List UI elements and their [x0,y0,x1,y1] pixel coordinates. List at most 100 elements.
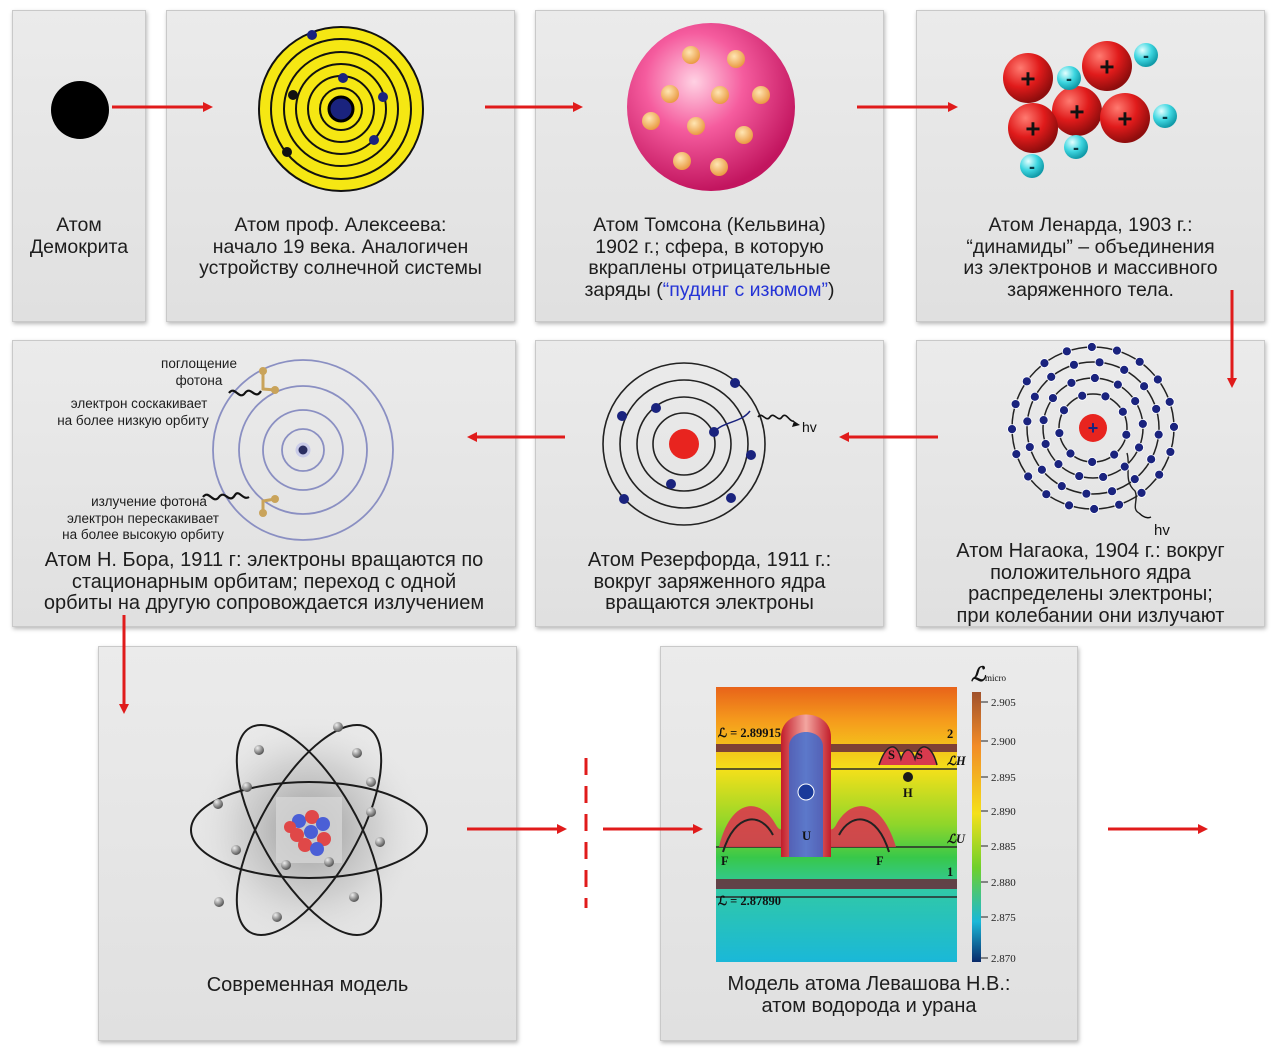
nagaoka-nucleus [1079,414,1107,442]
nagaoka-electron [1038,415,1049,426]
panel-nagaoka: + hv Атом Нагаока, 1904 г.: вокруг полож… [916,340,1265,627]
lenard-electron: - [1064,135,1088,159]
bohr-ann-jump-low2: на более низкую орбиту [57,413,209,428]
level-top-label: ℒ = 2.89915 [718,726,781,740]
letter-F-right: F [876,854,884,868]
alekseev-electrons [282,30,388,157]
lenard-positive-body: + [1082,41,1132,91]
nagaoka-electron [1169,421,1179,432]
lenard-electron: - [1153,104,1177,128]
nagaoka-electron [1081,488,1092,499]
nagaoka-electron [1054,428,1065,438]
lenard-electron: - [1020,154,1044,178]
nagaoka-electron [1129,474,1140,484]
bohr-ann-absorb1: поглощение [161,356,237,371]
scale-tick-1: 2.900 [991,736,1016,748]
lenard-caption: Атом Ленарда, 1903 г.: “динамиды” – объе… [963,214,1218,301]
nagaoka-electron [1094,357,1105,368]
nagaoka-electron [1074,471,1085,481]
marker-2: 2 [947,727,953,741]
letter-S-right: S [916,748,923,762]
nagaoka-electron [1041,489,1052,500]
modern-atom-figure [190,715,428,945]
bohr-ann-jump-high2: на более высокую орбиту [62,527,224,542]
panel-levashov: 2.905 2.900 2.895 2.890 2.885 2.880 2.87… [660,646,1078,1041]
thomson-sphere [627,23,795,191]
bohr-ann-jump-low1: электрон соскакивает [71,396,208,411]
letter-U: U [802,829,811,843]
bohr-ann-absorb2: фотона [176,373,223,388]
scale-tick-4: 2.885 [991,841,1016,853]
nagaoka-electron [1040,439,1051,449]
marker-1: 1 [947,865,953,879]
bohr-caption: Атом Н. Бора, 1911 г: электроны вращаютс… [43,549,485,614]
thomson-pudding-atom-figure [627,23,795,191]
scale-subtitle: micro [985,673,1006,683]
pudding-highlight: “пудинг с изюмом” [662,278,829,301]
rutherford-caption: Атом Резерфорда, 1911 г.: вокруг заряжен… [587,549,832,614]
svg-text:-: - [1066,68,1072,88]
nagaoka-electron [1139,381,1149,392]
levashov-atom-figure: 2.905 2.900 2.895 2.890 2.885 2.880 2.87… [716,664,1016,965]
panel-modern: Современная модель [98,646,517,1041]
svg-text:-: - [1143,45,1149,65]
nagaoka-electron [1087,457,1098,467]
nagaoka-electron [1024,442,1035,452]
lenard-positive-body: + [1052,86,1102,136]
letter-F-left: F [721,854,729,868]
scale-tick-5: 2.880 [991,877,1016,889]
scale-tick-0: 2.905 [991,697,1016,709]
scale-tick-6: 2.875 [991,912,1016,924]
panel-thomson: Атом Томсона (Кельвина) 1902 г.; сфера, … [535,10,884,322]
nagaoka-electron [1153,429,1164,440]
scale-tick-3: 2.890 [991,806,1016,818]
nagaoka-electron [1089,373,1100,383]
nagaoka-electron [1146,454,1157,465]
nagaoka-electron [1137,418,1148,429]
nagaoka-electron [1130,396,1141,407]
alekseev-nucleus [327,95,355,123]
bohr-ann-jump-high1: электрон перескакивает [67,511,219,526]
nagaoka-plus: + [1088,418,1099,438]
svg-text:-: - [1029,156,1035,176]
svg-text:+: + [1117,103,1132,133]
nagaoka-electron [1151,404,1162,414]
nagaoka-electron [1022,416,1033,427]
panel-alekseev: Атом проф. Алексеева: начало 19 века. Ан… [166,10,515,322]
lenard-dynamides-figure: +++++----- [1003,41,1177,178]
label-LH: ℒH [947,754,967,768]
lenard-electron: - [1057,66,1081,90]
lenard-positive-body: + [1003,53,1053,103]
panel-bohr: поглощение фотона электрон соскакивает н… [12,340,516,627]
nagaoka-electron [1086,342,1097,352]
svg-text:+: + [1069,96,1084,126]
nagaoka-saturn-atom-figure: + hv [1007,342,1179,539]
rutherford-hv: hv [802,419,817,435]
nagaoka-electron [1065,448,1076,459]
nagaoka-electron [1134,442,1144,453]
nagaoka-electron [1056,481,1067,492]
panel-lenard: +++++----- Атом Ленарда, 1903 г.: “динам… [916,10,1265,322]
nagaoka-electron [1069,359,1079,370]
svg-text:+: + [1020,63,1035,93]
svg-text:+: + [1099,51,1114,81]
nagaoka-electron [1154,469,1165,480]
panel-democritus: Атом Демокрита [12,10,146,322]
nagaoka-electron [1048,393,1058,403]
nagaoka-electron [1112,345,1122,356]
lenard-electron: - [1134,43,1158,67]
nagaoka-hv: hv [1154,522,1170,539]
nagaoka-electron [1107,486,1117,497]
bohr-atom-figure: поглощение фотона электрон соскакивает н… [57,356,394,542]
nagaoka-electron [1021,376,1032,387]
rutherford-nucleus [669,429,699,459]
nagaoka-electron [1119,364,1130,375]
nagaoka-electron [1053,459,1064,470]
nagaoka-electron [1121,429,1132,440]
svg-text:+: + [1025,113,1040,143]
modern-electrons [213,722,385,922]
scale-tick-7: 2.870 [991,953,1016,965]
rutherford-electrons [617,378,756,504]
alekseev-solar-atom-figure [258,26,424,192]
